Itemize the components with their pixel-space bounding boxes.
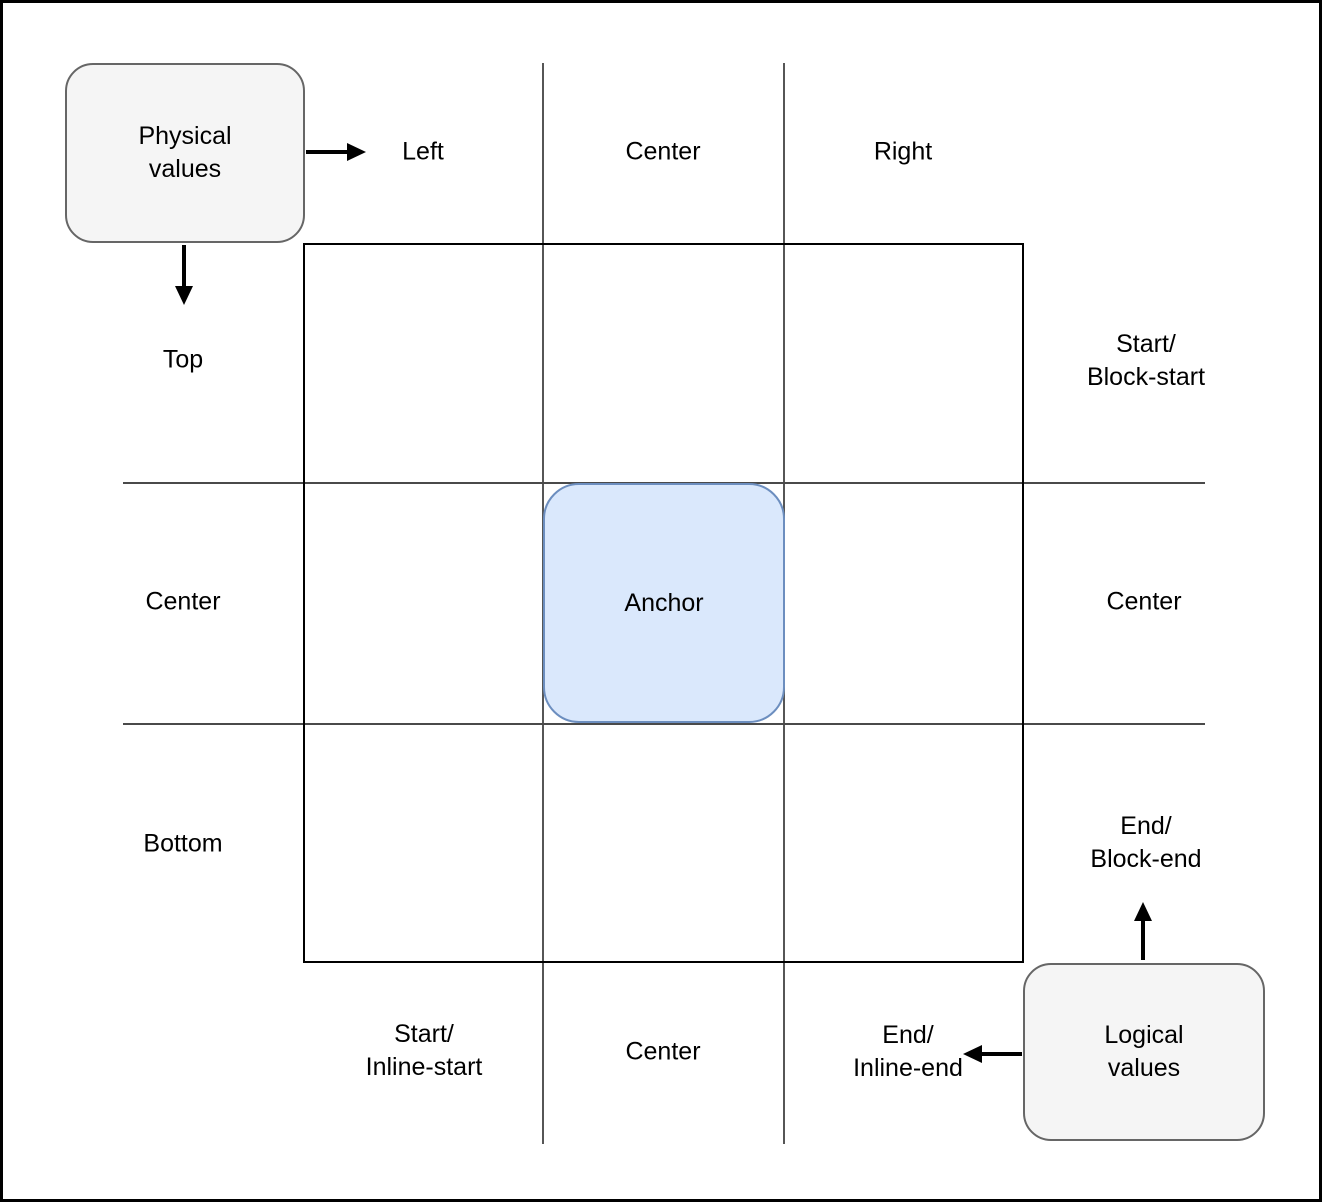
label-bottom: Bottom — [143, 829, 223, 858]
label-center-left: Center — [145, 587, 221, 616]
logical-values-node: Logical values — [1023, 963, 1265, 1141]
anchor-node: Anchor — [543, 483, 785, 723]
label-left: Left — [402, 137, 444, 166]
grid-line-horizontal-bottom — [123, 723, 1205, 725]
arrow-right-icon — [306, 143, 366, 161]
anchor-label: Anchor — [624, 588, 704, 617]
physical-values-label: Physical values — [138, 122, 232, 183]
label-end-block-end: End/ Block-end — [1090, 812, 1202, 873]
label-start-inline-start: Start/ Inline-start — [365, 1020, 483, 1081]
label-center-right: Center — [1106, 587, 1182, 616]
label-top: Top — [162, 345, 204, 374]
label-center-top: Center — [625, 137, 701, 166]
label-end-inline-end: End/ Inline-end — [853, 1021, 963, 1082]
anchor-edges-square — [303, 243, 1024, 963]
arrow-down-icon — [175, 245, 193, 305]
arrow-up-icon — [1134, 902, 1152, 960]
label-center-bottom: Center — [625, 1037, 701, 1066]
arrow-left-icon — [963, 1045, 1022, 1063]
label-right: Right — [873, 137, 933, 166]
logical-values-label: Logical values — [1104, 1021, 1184, 1082]
label-start-block-start: Start/ Block-start — [1086, 330, 1206, 391]
physical-values-node: Physical values — [65, 63, 305, 243]
